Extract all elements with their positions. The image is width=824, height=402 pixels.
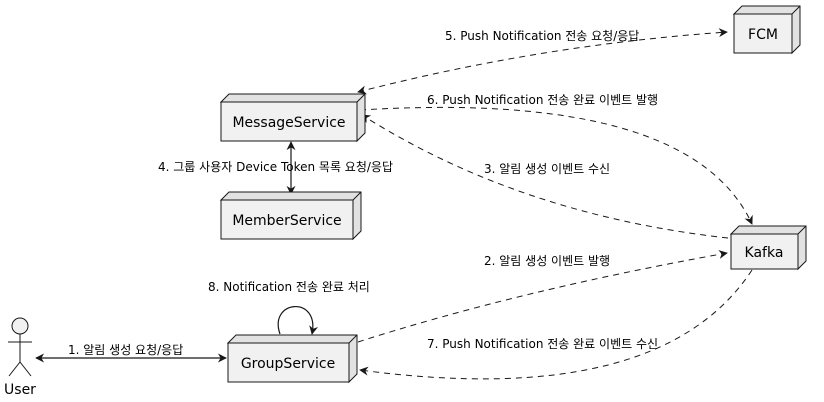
edge-6-line — [359, 106, 753, 225]
edge-3-label: 3. 알림 생성 이벤트 수신 — [484, 162, 610, 176]
node-kafka-label: Kafka — [745, 245, 784, 261]
edge-5-label: 5. Push Notification 전송 요청/응답 — [445, 29, 639, 43]
edge-2-label: 2. 알림 생성 이벤트 발행 — [484, 253, 610, 268]
edge-7-line — [359, 269, 753, 380]
node-member-service-label: MemberService — [232, 213, 341, 229]
actor-user-label: User — [4, 382, 36, 398]
edge-6-label: 6. Push Notification 전송 완료 이벤트 발행 — [427, 92, 658, 107]
node-member-service: MemberService — [219, 191, 362, 241]
edge-1-label: 1. 알림 생성 요청/응답 — [68, 343, 183, 357]
node-group-service: GroupService — [226, 334, 358, 384]
actor-user: User — [4, 317, 36, 398]
edge-3-line — [361, 114, 729, 239]
edge-4-label: 4. 그룹 사용자 Device Token 목록 요청/응답 — [158, 160, 393, 174]
node-group-service-label: GroupService — [241, 356, 335, 372]
node-message-service: MessageService — [219, 93, 366, 143]
edge-5-line — [357, 28, 728, 95]
node-kafka: Kafka — [729, 225, 807, 271]
node-fcm-label: FCM — [748, 27, 778, 43]
edge-7-label: 7. Push Notification 전송 완료 이벤트 수신 — [427, 337, 658, 351]
edge-8-label: 8. Notification 전송 완료 처리 — [208, 280, 370, 294]
user-icon — [11, 317, 29, 335]
edge-2-line — [357, 249, 728, 343]
node-fcm: FCM — [732, 5, 801, 55]
node-message-service-label: MessageService — [232, 115, 345, 131]
edge-8-line — [277, 306, 319, 335]
